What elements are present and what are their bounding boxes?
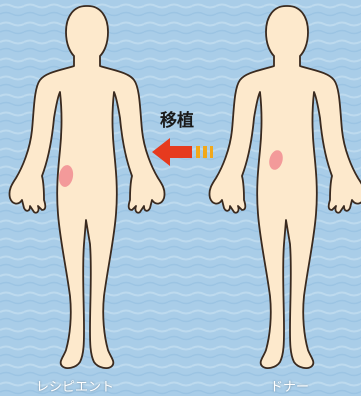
transplant-label: 移植 [160, 106, 194, 131]
recipient-label: レシピエント [36, 376, 114, 395]
donor-label: ドナー [270, 376, 309, 395]
